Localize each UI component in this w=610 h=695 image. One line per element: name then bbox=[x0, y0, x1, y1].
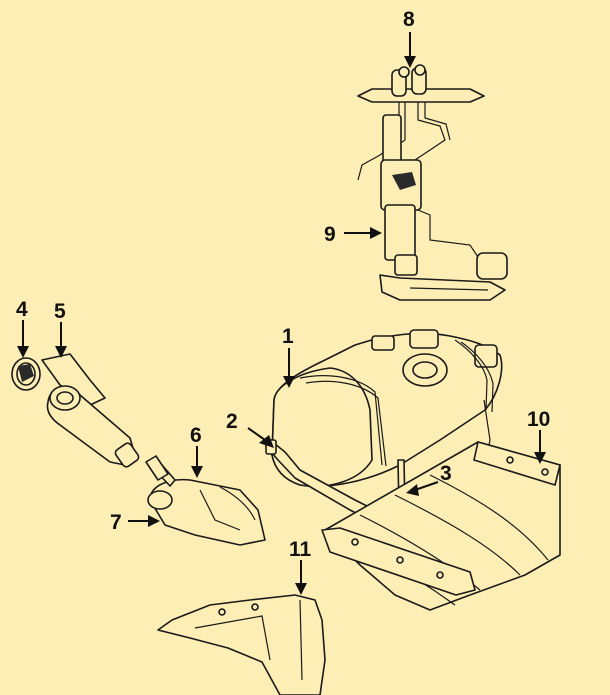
skid-plate-rail bbox=[321, 527, 476, 596]
fuel-cap bbox=[11, 357, 41, 391]
callout-8: 8 bbox=[403, 8, 415, 31]
callout-9: 9 bbox=[324, 223, 336, 246]
callout-labels: 8 9 1 2 3 4 5 6 7 10 11 bbox=[16, 8, 550, 561]
evap-canister bbox=[145, 455, 266, 546]
callout-7: 7 bbox=[110, 511, 122, 534]
callout-5: 5 bbox=[54, 300, 66, 323]
heat-shield bbox=[157, 594, 326, 695]
callout-1: 1 bbox=[282, 325, 294, 348]
fuel-tank bbox=[271, 329, 503, 488]
callout-6: 6 bbox=[190, 424, 202, 447]
callout-4: 4 bbox=[16, 298, 28, 321]
filler-neck bbox=[41, 353, 140, 468]
callout-11: 11 bbox=[289, 538, 312, 561]
fuel-pump-sender-assembly bbox=[357, 64, 508, 301]
callout-3: 3 bbox=[440, 462, 452, 485]
leader-lines bbox=[17, 32, 546, 595]
callout-10: 10 bbox=[527, 408, 550, 431]
callout-2: 2 bbox=[226, 410, 238, 433]
